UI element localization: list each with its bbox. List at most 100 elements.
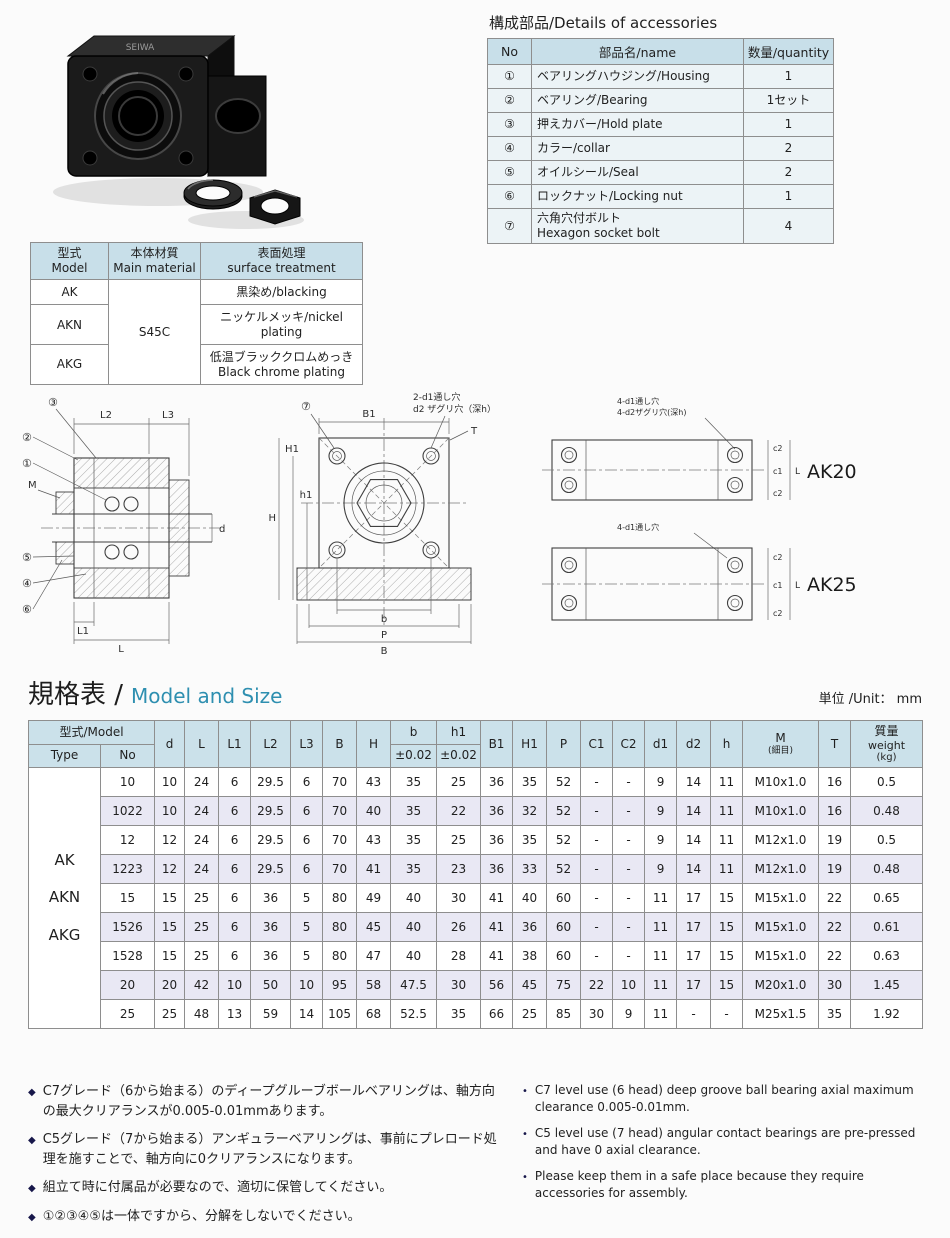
spec-cell: 14 — [676, 767, 712, 798]
spec-cell: - — [612, 883, 646, 914]
accessory-name: ベアリング/Bearing — [531, 88, 744, 113]
accessory-qty: 1 — [743, 112, 834, 137]
spec-heading: 規格表 / Model and Size 単位 /Unit： mm — [28, 674, 922, 711]
footnote-text: C5グレード（7から始まる）アンギュラーベアリングは、事前にプレロード処理を施す… — [42, 1132, 497, 1167]
accessory-name: ベアリングハウジング/Housing — [531, 64, 744, 89]
spec-cell: 9 — [644, 854, 678, 885]
spec-cell: 30 — [436, 883, 482, 914]
spec-cell: 36 — [480, 825, 514, 856]
end-view-drawings: 4-d1通し穴 4-d2ザグリ穴(深h) c2 c1 c2 L AK20 4-d… — [542, 396, 857, 621]
spec-header-b: b — [390, 720, 438, 745]
dim-b: b — [381, 614, 387, 625]
spec-cell: 38 — [512, 941, 548, 972]
ak20-note-2: 4-d2ザグリ穴(深h) — [617, 407, 686, 417]
spec-cell: 47.5 — [390, 970, 438, 1001]
spec-cell: - — [580, 796, 614, 827]
spec-cell: 60 — [546, 941, 582, 972]
spec-header-M-main: M — [775, 731, 786, 746]
spec-cell: 41 — [356, 854, 392, 885]
footnote-marker: ◆ — [28, 1087, 36, 1098]
footnote-marker: ◆ — [28, 1211, 36, 1223]
spec-cell: 32 — [512, 796, 548, 827]
spec-cell: M12x1.0 — [742, 854, 820, 885]
spec-cell: 25 — [154, 999, 186, 1030]
spec-cell: 80 — [322, 912, 358, 943]
spec-cell: 22 — [818, 912, 852, 943]
spec-cell: 0.63 — [850, 941, 924, 972]
spec-cell: 45 — [512, 970, 548, 1001]
side-view-drawing: L2 L3 L1 L d M ② ① ③ ⑤ ④ ⑥ — [22, 396, 225, 655]
spec-cell: 70 — [322, 767, 358, 798]
accessory-qty: 1 — [743, 184, 834, 209]
footnote-item: •C7 level use (6 head) deep groove ball … — [522, 1082, 926, 1117]
spec-cell: 68 — [356, 999, 392, 1030]
spec-header-weight-en: weight — [867, 739, 906, 752]
spec-cell: 36 — [250, 883, 292, 914]
spec-table: 型式/Model d L L1 L2 L3 B H b h1 B1 H1 P C… — [27, 719, 924, 1030]
spec-cell: 0.5 — [850, 825, 924, 856]
spec-cell: 105 — [322, 999, 358, 1030]
spec-cell: 43 — [356, 767, 392, 798]
spec-cell: 40 — [390, 912, 438, 943]
spec-cell: - — [580, 854, 614, 885]
spec-cell: 52.5 — [390, 999, 438, 1030]
spec-cell: 35 — [390, 767, 438, 798]
spec-cell: 29.5 — [250, 854, 292, 885]
spec-cell: 95 — [322, 970, 358, 1001]
seal-ring — [183, 179, 243, 210]
spec-cell: 40 — [512, 883, 548, 914]
spec-cell: 50 — [250, 970, 292, 1001]
spec-header-weight: 質量 weight (kg) — [850, 719, 924, 769]
spec-cell: 35 — [512, 767, 548, 798]
spec-cell: 58 — [356, 970, 392, 1001]
spec-cell: 6 — [218, 912, 252, 943]
spec-cell: 1.92 — [850, 999, 924, 1030]
spec-cell: 40 — [356, 796, 392, 827]
spec-cell: - — [612, 912, 646, 943]
product-photo: SEIWA — [28, 24, 308, 243]
spec-header-B1: B1 — [480, 719, 514, 769]
spec-header-d2: d2 — [676, 719, 712, 769]
spec-header-no: No — [99, 743, 156, 769]
material-treatment: ニッケルメッキ/nickel plating — [200, 304, 363, 346]
spec-cell: 41 — [480, 941, 514, 972]
accessories-header-row: No 部品名/name 数量/quantity — [487, 38, 834, 65]
spec-cell: 6 — [218, 767, 252, 798]
spec-title-jp: 規格表 / — [28, 680, 124, 710]
footnote-item: ◆C7グレード（6から始まる）のディープグルーブボールベアリングは、軸方向の最大… — [28, 1082, 506, 1121]
spec-title-en: Model and Size — [131, 684, 283, 708]
dim-B1: B1 — [362, 409, 375, 420]
accessory-name: 押えカバー/Hold plate — [531, 112, 744, 137]
spec-section: 規格表 / Model and Size 単位 /Unit： mm 型式/Mod… — [27, 674, 924, 1030]
footnote-text: C7 level use (6 head) deep groove ball b… — [534, 1083, 914, 1115]
spec-cell: 6 — [218, 796, 252, 827]
spec-cell: 17 — [676, 970, 712, 1001]
spec-cell: 16 — [818, 767, 852, 798]
material-model: AKN — [30, 304, 109, 346]
accessory-name: カラー/collar — [531, 136, 744, 161]
spec-cell: 0.48 — [850, 796, 924, 827]
spec-cell: 23 — [436, 854, 482, 885]
ak25-dim-c2-bottom: c2 — [773, 609, 783, 618]
callout-7: ⑦ — [301, 400, 311, 413]
ak25-dim-c1: c1 — [773, 581, 783, 590]
spec-cell: 24 — [184, 825, 220, 856]
accessory-qty: 2 — [743, 136, 834, 161]
spec-cell: 26 — [436, 912, 482, 943]
accessories-header-qty: 数量/quantity — [743, 38, 834, 65]
callout-2: ② — [22, 431, 32, 444]
spec-no: 25 — [99, 999, 156, 1030]
spec-header-H: H — [356, 719, 392, 769]
spec-header-row-1: 型式/Model d L L1 L2 L3 B H b h1 B1 H1 P C… — [27, 719, 924, 769]
spec-cell: 14 — [676, 825, 712, 856]
spec-cell: 35 — [390, 854, 438, 885]
spec-cell: M15x1.0 — [742, 883, 820, 914]
spec-cell: 6 — [290, 854, 324, 885]
spec-cell: 60 — [546, 912, 582, 943]
spec-cell: 10 — [218, 970, 252, 1001]
